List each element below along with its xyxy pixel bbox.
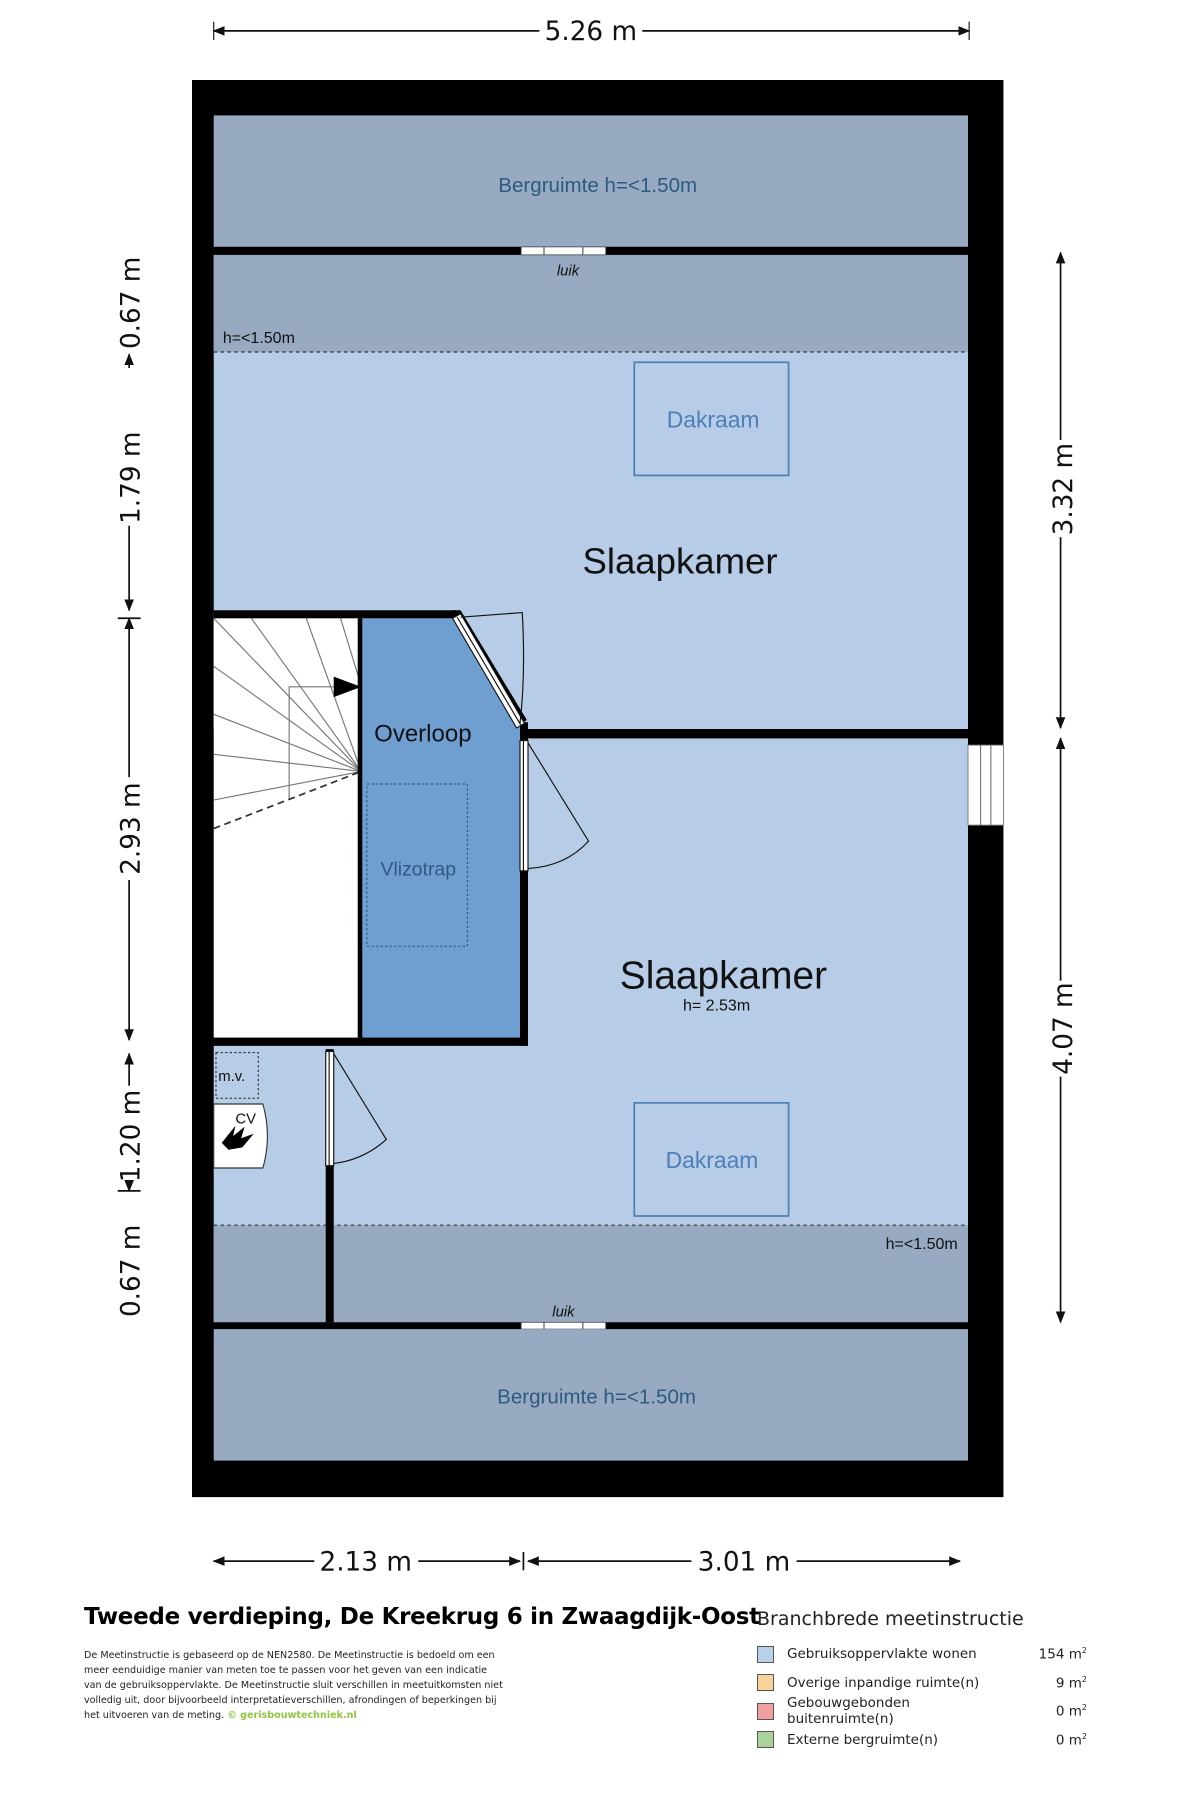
window-right (967, 744, 1004, 826)
hatch-top[interactable] (520, 246, 607, 256)
brand-link[interactable]: © gerisbouwtechniek.nl (227, 1710, 357, 1721)
dimension-bottom (212, 1552, 962, 1571)
low-height-label-bottom: h=<1.50m (886, 1236, 958, 1253)
dimension-label: 4.07 m (1049, 982, 1079, 1074)
landing (361, 618, 520, 1038)
bedroom-top-label: Slaapkamer (582, 541, 777, 582)
dimension-label: 3.32 m (1049, 443, 1079, 535)
legend-value: 154 m2 (1038, 1646, 1087, 1663)
boiler-label: CV (235, 1111, 256, 1127)
dimension-label: 1.20 m (116, 1090, 146, 1182)
ventilation-unit (215, 1052, 259, 1099)
legend-swatch (757, 1645, 774, 1663)
legend-label: Gebouwgebonden buitenruimte(n) (787, 1695, 910, 1728)
legend-label: Gebruiksoppervlakte wonen (787, 1646, 977, 1663)
landing-label: Overloop (374, 721, 471, 748)
plan-title: Tweede verdieping, De Kreekrug 6 in Zwaa… (84, 1604, 760, 1630)
storage-top-label: Bergruimte h=<1.50m (498, 174, 697, 197)
storage-top (213, 115, 968, 247)
dimension-label: 1.79 m (116, 432, 146, 524)
dimension-label: 5.26 m (545, 17, 637, 47)
low-ceiling-zone-top (213, 254, 968, 352)
hatch-top-label: luik (557, 263, 581, 279)
dimension-label: 0.67 m (116, 1225, 146, 1317)
legend-value: 0 m2 (1055, 1703, 1087, 1720)
skylight-top-label: Dakraam (667, 406, 760, 432)
loft-ladder-label: Vlizotrap (381, 858, 457, 880)
low-height-label-top: h=<1.50m (223, 330, 295, 347)
bedroom-bottom-height: h= 2.53m (683, 997, 750, 1014)
loft-ladder[interactable] (366, 783, 468, 947)
dimension-left (117, 353, 141, 1193)
hatch-bottom-label: luik (552, 1305, 576, 1321)
door-side-room[interactable] (325, 1050, 388, 1167)
legend-value: 0 m2 (1055, 1731, 1087, 1749)
dimension-label: 3.01 m (698, 1547, 790, 1577)
legend-label: Externe bergruimte(n) (787, 1731, 939, 1748)
storage-bottom-label: Bergruimte h=<1.50m (497, 1385, 696, 1408)
legend-item: Gebruiksoppervlakte wonen 154 m2 (757, 1640, 1087, 1669)
dimension-top-width: 5.26 m (212, 17, 971, 47)
legend-label: Overige inpandige ruimte(n) (787, 1674, 980, 1691)
low-ceiling-zone-bottom (213, 1225, 968, 1323)
stair-direction-arrow-icon (333, 676, 362, 698)
legend-item: Gebouwgebonden buitenruimte(n) 0 m2 (757, 1695, 1087, 1728)
dimension-label: 2.93 m (116, 782, 146, 874)
legend-item: Overige inpandige ruimte(n) 9 m2 (757, 1669, 1087, 1698)
dimension-label: 0.67 m (116, 257, 146, 349)
skylight-bottom (633, 1102, 790, 1217)
bedroom-bottom-label: Slaapkamer (620, 955, 827, 998)
legend-swatch (757, 1731, 774, 1749)
legend: Branchbrede meetinstructie Gebruiksopper… (757, 1608, 1087, 1754)
flame-icon (221, 1125, 254, 1150)
disclaimer: De Meetinstructie is gebaseerd op de NEN… (84, 1648, 504, 1723)
door-top-bedroom[interactable] (451, 611, 526, 729)
legend-swatch (757, 1702, 774, 1720)
skylight-bottom-label: Dakraam (666, 1147, 759, 1173)
door-bottom-bedroom[interactable] (519, 740, 590, 872)
legend-title: Branchbrede meetinstructie (757, 1608, 1024, 1630)
skylight-top (633, 361, 790, 477)
ventilation-label: m.v. (218, 1069, 245, 1085)
legend-value: 9 m2 (1055, 1674, 1087, 1692)
legend-swatch (757, 1674, 774, 1692)
dimension-label: 2.13 m (320, 1547, 412, 1577)
storage-bottom (213, 1329, 968, 1461)
disclaimer-text: De Meetinstructie is gebaseerd op de NEN… (84, 1650, 503, 1721)
legend-item: Externe bergruimte(n) 0 m2 (757, 1726, 1087, 1755)
hatch-bottom[interactable] (520, 1321, 607, 1330)
